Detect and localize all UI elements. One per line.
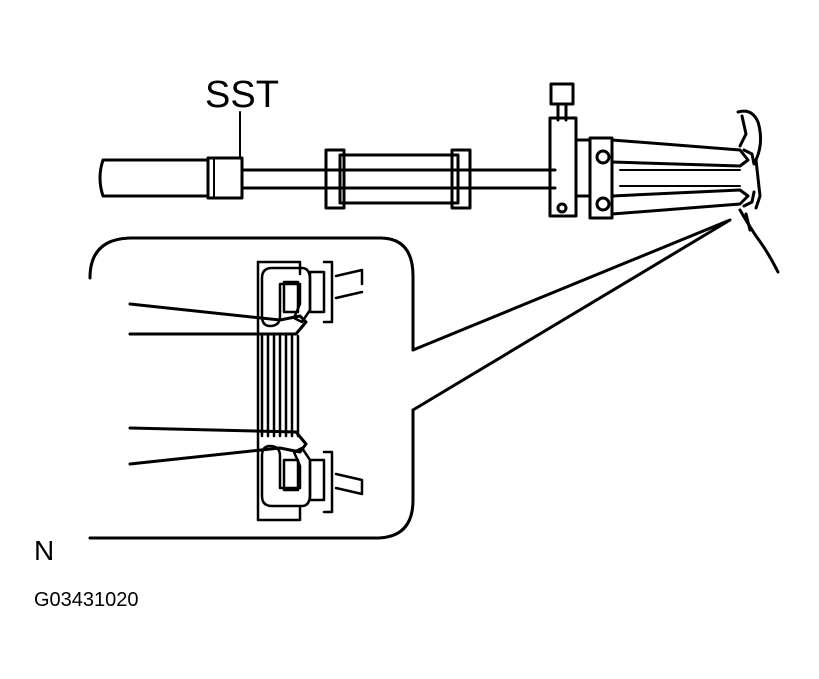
- slide-hammer-weight: [338, 153, 460, 205]
- housing: [736, 109, 780, 274]
- seal-detail-view: [128, 260, 364, 522]
- orientation-label: N: [34, 535, 54, 566]
- lower-jaw: [610, 188, 750, 216]
- upper-jaw: [610, 138, 750, 168]
- slide-hammer-tool: [98, 148, 557, 210]
- puller-jaw-plate: [588, 136, 614, 220]
- figure-code: G03431020: [34, 589, 139, 611]
- adjusting-bolt-head: [549, 82, 575, 106]
- callout-pointer: [411, 218, 732, 412]
- slide-hammer-handle: [98, 158, 210, 198]
- puller-block: [548, 116, 578, 218]
- sst-label: SST: [205, 74, 279, 116]
- detail-enlargement-frame: [88, 236, 415, 540]
- slide-hammer-collar: [206, 156, 244, 200]
- puller-head: [548, 82, 750, 220]
- lower-oil-seal: [260, 444, 312, 508]
